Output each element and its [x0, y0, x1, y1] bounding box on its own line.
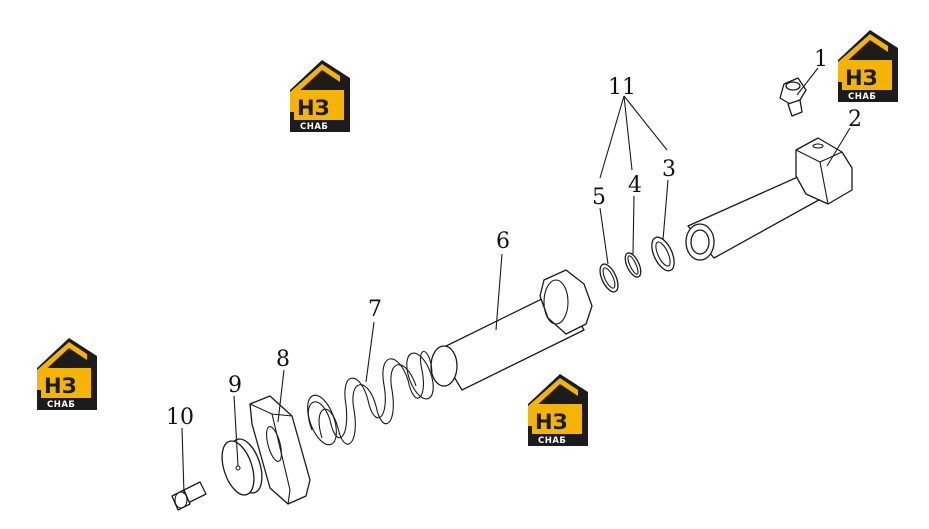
watermark-logo: НЗ СНАБ — [37, 338, 97, 410]
watermark-logo: НЗ СНАБ — [838, 30, 898, 102]
watermark-top-text: НЗ — [297, 96, 330, 120]
watermark-bottom-text: СНАБ — [848, 92, 876, 102]
part-piston-rod — [430, 269, 593, 391]
watermark-bottom-text: СНАБ — [538, 436, 566, 446]
callout-labels: 1 2 3 4 5 6 7 8 9 10 11 — [166, 47, 862, 430]
part-bolt — [171, 481, 207, 511]
callout-4: 4 — [628, 173, 642, 198]
part-ring-4 — [624, 252, 642, 278]
part-plate — [221, 438, 263, 496]
callout-9: 9 — [228, 373, 242, 398]
part-grease-fitting — [779, 77, 807, 117]
part-seal-3 — [651, 236, 675, 272]
watermark-top-text: НЗ — [845, 66, 878, 90]
callout-3: 3 — [662, 157, 676, 182]
part-spring — [307, 351, 434, 446]
callout-5: 5 — [592, 185, 606, 210]
callout-6: 6 — [496, 229, 510, 254]
callout-10: 10 — [166, 405, 194, 430]
callout-1: 1 — [814, 47, 828, 72]
watermark-logo: НЗ СНАБ — [528, 374, 588, 446]
watermark-top-text: НЗ — [44, 374, 77, 398]
leader-lines — [181, 67, 851, 495]
part-flange — [249, 395, 311, 505]
part-ring-5 — [599, 263, 619, 293]
part-cylinder — [685, 137, 853, 261]
watermark-logo: НЗ СНАБ — [290, 60, 350, 132]
watermark-top-text: НЗ — [535, 410, 568, 434]
callout-11: 11 — [608, 75, 636, 100]
callout-2: 2 — [848, 107, 862, 132]
callout-7: 7 — [368, 297, 382, 322]
callout-8: 8 — [276, 347, 290, 372]
watermark-bottom-text: СНАБ — [47, 400, 75, 410]
watermark-bottom-text: СНАБ — [300, 122, 328, 132]
